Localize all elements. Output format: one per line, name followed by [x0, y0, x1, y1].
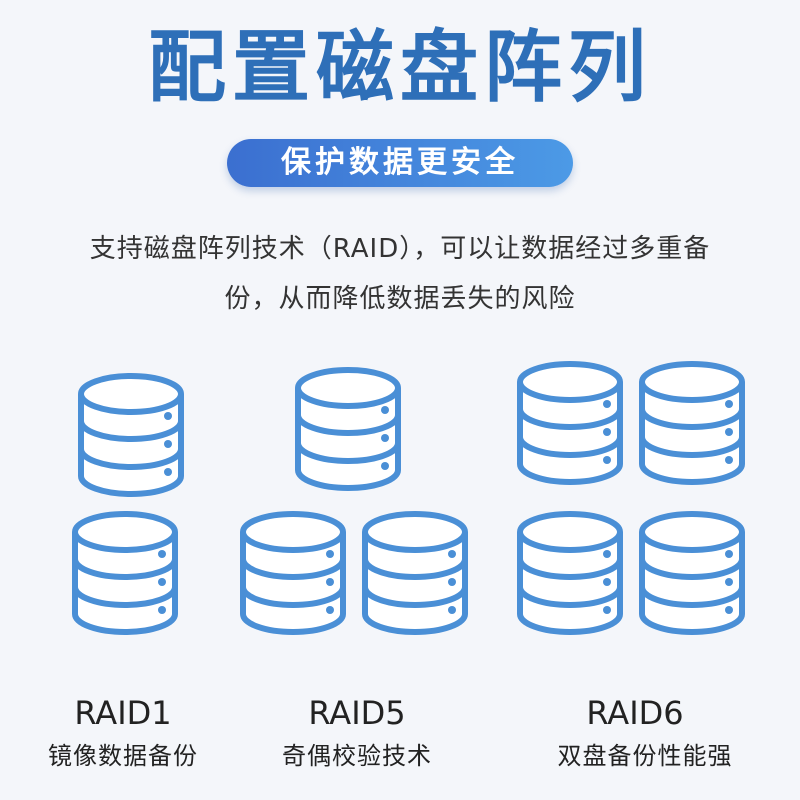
raid6-database-icon-1 — [515, 360, 625, 486]
subtitle-badge: 保护数据更安全 — [227, 139, 573, 187]
raid1-database-icon-2 — [70, 510, 180, 636]
raid1-description: 镜像数据备份 — [48, 742, 198, 770]
raid6-database-icon-4 — [637, 510, 747, 636]
description-line-1: 支持磁盘阵列技术（RAID），可以让数据经过多重备 — [89, 234, 711, 264]
raid5-label: RAID5 — [308, 694, 406, 732]
description-line-2: 份，从而降低数据丢失的风险 — [224, 284, 576, 314]
raid6-database-icon-3 — [515, 510, 625, 636]
raid1-label: RAID1 — [74, 694, 172, 732]
raid5-database-icon-1 — [293, 366, 403, 492]
raid5-database-icon-2 — [238, 510, 348, 636]
raid6-label: RAID6 — [586, 694, 684, 732]
raid1-database-icon-1 — [76, 372, 186, 498]
raid5-description: 奇偶校验技术 — [282, 742, 432, 770]
page-title: 配置磁盘阵列 — [147, 23, 652, 113]
raid6-description: 双盘备份性能强 — [557, 742, 733, 770]
description: 支持磁盘阵列技术（RAID），可以让数据经过多重备 份，从而降低数据丢失的风险 — [40, 224, 760, 324]
raid5-database-icon-3 — [360, 510, 470, 636]
raid6-database-icon-2 — [637, 360, 747, 486]
